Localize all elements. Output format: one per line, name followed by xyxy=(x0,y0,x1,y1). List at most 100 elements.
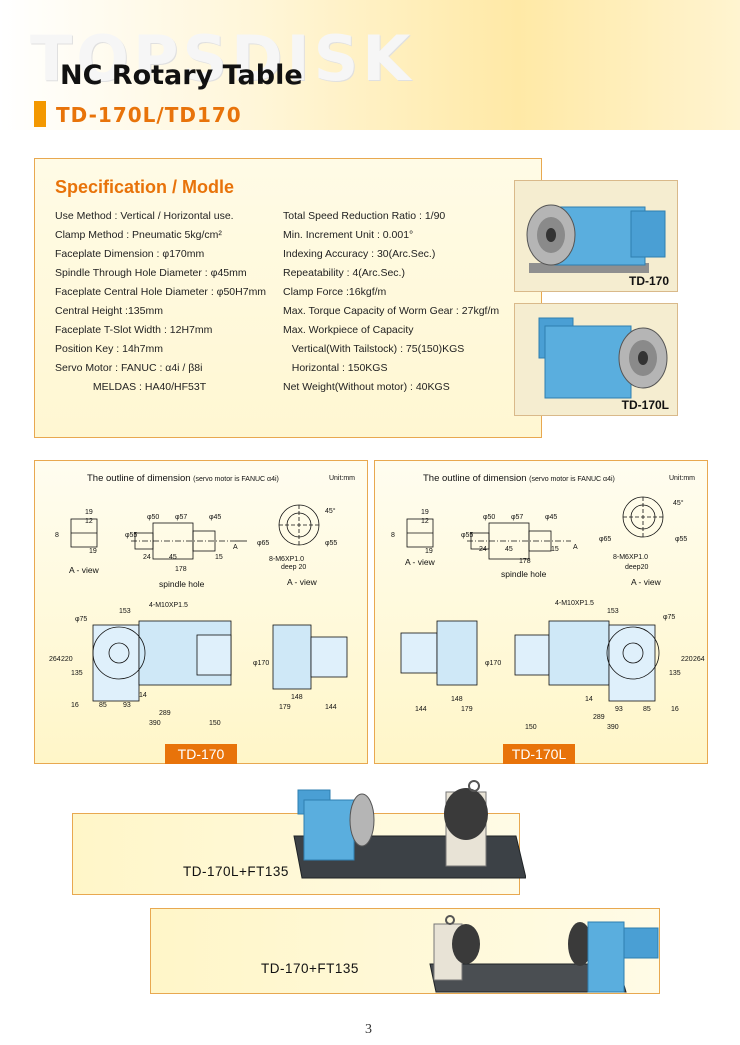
dim-label: 14 xyxy=(585,696,593,703)
spec-item: Clamp Force :16kgf/m xyxy=(283,286,387,298)
dim-label: 45 xyxy=(505,546,513,553)
photo-td170l: TD-170L xyxy=(514,303,678,416)
dim-label: 8 xyxy=(391,532,395,539)
dim-label: 45° xyxy=(325,507,336,515)
spec-right-column: Total Speed Reduction Ratio : 1/90 Min. … xyxy=(283,207,499,397)
dim-label: 45 xyxy=(169,554,177,561)
combo-label: TD-170+FT135 xyxy=(261,961,359,976)
dim-label: 135 xyxy=(669,670,681,677)
dim-label: 8-M6XP1.0 xyxy=(269,556,304,563)
dim-label: 153 xyxy=(119,608,131,615)
dim-label: φ65 xyxy=(257,540,269,547)
a-view-label: A - view xyxy=(69,565,100,575)
dim-label: 19 xyxy=(85,509,93,516)
dim-label: 4-M10XP1.5 xyxy=(555,600,594,607)
dim-label: A xyxy=(573,544,578,551)
td170l-photo-label: TD-170L xyxy=(621,398,669,412)
dim-label: 135 xyxy=(71,670,83,677)
photo-td170: TD-170 xyxy=(514,180,678,292)
spec-item: Spindle Through Hole Diameter : φ45mm xyxy=(55,267,247,279)
spec-item: Max. Torque Capacity of Worm Gear : 27kg… xyxy=(283,305,500,317)
dim-label: φ170 xyxy=(485,660,501,667)
dim-label: 24 xyxy=(143,554,151,561)
combo1-machine-image xyxy=(293,780,526,879)
dim-label: 150 xyxy=(209,720,221,727)
dim-label: φ45 xyxy=(545,514,557,521)
td170l-dimension-tag: TD-170L xyxy=(503,744,575,764)
dim-label: φ55 xyxy=(461,532,473,539)
dimension-unit: Unit:mm xyxy=(668,475,695,482)
dim-label: 264 xyxy=(49,656,61,663)
spec-heading: Specification / Modle xyxy=(55,177,235,197)
dimension-panel-td170: The outline of dimension (servo motor is… xyxy=(34,460,368,764)
dim-label: φ57 xyxy=(175,514,187,521)
spec-item: Indexing Accuracy : 30(Arc.Sec.) xyxy=(283,248,436,260)
spec-item: Faceplate Dimension : φ170mm xyxy=(55,248,205,260)
dim-label: 179 xyxy=(461,706,473,713)
spec-item: Min. Increment Unit : 0.001° xyxy=(283,229,414,241)
dim-label: 16 xyxy=(71,702,79,709)
dim-label: 16 xyxy=(671,706,679,713)
dim-label: φ45 xyxy=(209,514,221,521)
dimension-unit: Unit:mm xyxy=(328,475,355,482)
a-view-label: A - view xyxy=(287,577,318,587)
spec-item: MELDAS : HA40/HF53T xyxy=(55,381,207,393)
dim-label: 4-M10XP1.5 xyxy=(149,602,188,609)
dim-label: φ57 xyxy=(511,514,523,521)
a-view-label: A - view xyxy=(405,557,436,567)
page-title: NC Rotary Table xyxy=(60,60,303,91)
td170-dimension-drawing: 19 12 8 19 A - view φ50 φ57 φ45 φ55 24 4… xyxy=(49,504,348,727)
dim-label: 93 xyxy=(615,706,623,713)
td170l-dimension-drawing: 19 12 8 19 A - view φ50 φ57 φ45 φ55 24 4… xyxy=(391,496,705,731)
dim-label: 178 xyxy=(519,558,531,565)
dim-label: 289 xyxy=(593,714,605,721)
dim-label: φ50 xyxy=(483,514,495,521)
spec-item: Net Weight(Without motor) : 40KGS xyxy=(283,381,450,393)
dim-label: φ55 xyxy=(325,540,337,547)
spec-item: Faceplate T-Slot Width : 12H7mm xyxy=(55,324,213,336)
dim-label: 19 xyxy=(425,548,433,555)
dim-label: 15 xyxy=(215,554,223,561)
dim-label: φ55 xyxy=(125,532,137,539)
dim-label: 148 xyxy=(451,696,463,703)
dim-label: 12 xyxy=(421,518,429,525)
dim-label: 153 xyxy=(607,608,619,615)
spec-item: Clamp Method : Pneumatic 5kg/cm² xyxy=(55,229,222,241)
dim-label: 93 xyxy=(123,702,131,709)
spec-box: Specification / Modle Use Method : Verti… xyxy=(34,158,542,438)
dim-label: 390 xyxy=(607,724,619,731)
spec-item: Max. Workpiece of Capacity xyxy=(283,324,414,336)
dim-label: 8 xyxy=(55,532,59,539)
spec-item: Faceplate Central Hole Diameter : φ50H7m… xyxy=(55,286,267,298)
combo-label: TD-170L+FT135 xyxy=(183,864,289,879)
dim-label: 264 xyxy=(693,656,705,663)
brand-logo-text: TOPSDISK xyxy=(30,22,415,95)
dim-label: 19 xyxy=(89,548,97,555)
dim-label: φ65 xyxy=(599,536,611,543)
spec-item: Use Method : Vertical / Horizontal use. xyxy=(55,210,234,222)
model-title: TD-170L/TD170 xyxy=(56,103,242,127)
dim-label: 390 xyxy=(149,720,161,727)
dim-label: 289 xyxy=(159,710,171,717)
dimension-panel-td170l: The outline of dimension (servo motor is… xyxy=(374,460,708,764)
dim-label: φ75 xyxy=(75,616,87,623)
header-band xyxy=(0,0,740,130)
dim-label: φ55 xyxy=(675,536,687,543)
dim-label: 144 xyxy=(325,704,337,711)
dim-label: 85 xyxy=(643,706,651,713)
dim-label: deep 20 xyxy=(281,564,306,571)
dimension-title: The outline of dimension (servo motor is… xyxy=(423,473,615,484)
dim-label: deep20 xyxy=(625,564,648,571)
dim-label: 85 xyxy=(99,702,107,709)
dim-label: 220 xyxy=(61,656,73,663)
spec-item: Vertical(With Tailstock) : 75(150)KGS xyxy=(283,343,465,355)
dim-label: 19 xyxy=(421,509,429,516)
dim-label: φ170 xyxy=(253,660,269,667)
dim-label: 24 xyxy=(479,546,487,553)
dim-label: 220 xyxy=(681,656,693,663)
spec-item: Position Key : 14h7mm xyxy=(55,343,163,355)
dim-label: 8-M6XP1.0 xyxy=(613,554,648,561)
td170-photo-label: TD-170 xyxy=(628,274,669,288)
spec-item: Repeatability : 4(Arc.Sec.) xyxy=(283,267,405,279)
td170-machine-image xyxy=(526,204,666,273)
